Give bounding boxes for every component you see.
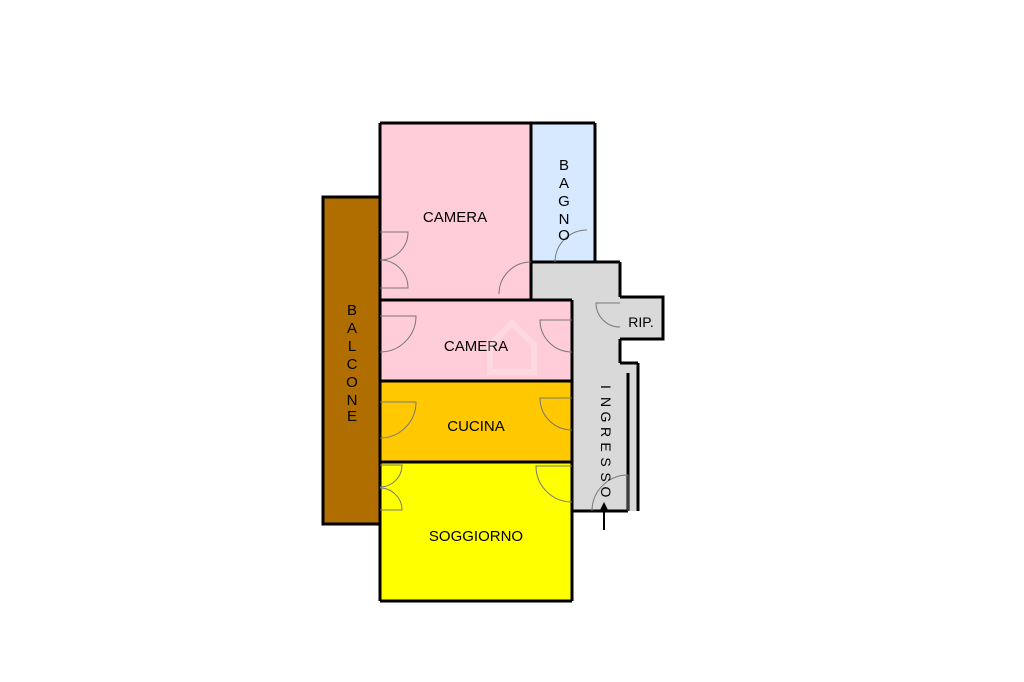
cucina-area xyxy=(380,381,572,462)
watermark-logo xyxy=(487,318,537,375)
balcone-letter: B xyxy=(347,302,357,319)
balcone-letter: A xyxy=(347,320,357,337)
balcone-letter: L xyxy=(348,338,356,355)
ingresso-letter: N xyxy=(598,397,614,407)
soggiorno-label: SOGGIORNO xyxy=(429,528,523,545)
bagno-letter: G xyxy=(558,193,570,210)
ingresso-area xyxy=(531,262,638,511)
balcone-letter: E xyxy=(347,408,357,425)
camera-2-label: CAMERA xyxy=(444,338,508,355)
soggiorno-area xyxy=(380,462,572,601)
ingresso-letter: I xyxy=(598,385,614,389)
ingresso-letter: R xyxy=(598,427,614,437)
bagno-label: B A G N O xyxy=(558,157,570,244)
balcone-letter: N xyxy=(347,392,358,409)
camera-2-area xyxy=(380,300,572,381)
walls xyxy=(378,121,665,603)
camera-1-area xyxy=(380,123,531,300)
bagno-letter: N xyxy=(559,211,570,228)
balcone-letter: O xyxy=(346,374,358,391)
ripostiglio-label: RIP. xyxy=(628,314,653,330)
bagno-letter: A xyxy=(559,175,569,192)
bagno-letter: O xyxy=(558,227,570,244)
ingresso-letter: O xyxy=(598,487,614,498)
ingresso-letter: S xyxy=(598,457,614,466)
ingresso-letter: S xyxy=(598,472,614,481)
balcone-area xyxy=(321,195,382,526)
arrow-up-icon xyxy=(599,502,609,530)
bagno-area xyxy=(531,123,595,262)
cucina-label: CUCINA xyxy=(447,418,505,435)
balcone-label: B A L C O N E xyxy=(346,302,358,425)
ingresso-label: I N G R E S S O xyxy=(598,385,614,498)
ingresso-letter: E xyxy=(598,442,614,451)
ingresso-letter: G xyxy=(598,412,614,423)
bagno-letter: B xyxy=(559,157,569,174)
door-swings xyxy=(379,229,629,512)
ripostiglio-area xyxy=(620,297,663,339)
camera-1-label: CAMERA xyxy=(423,209,487,226)
balcone-letter: C xyxy=(347,356,358,373)
